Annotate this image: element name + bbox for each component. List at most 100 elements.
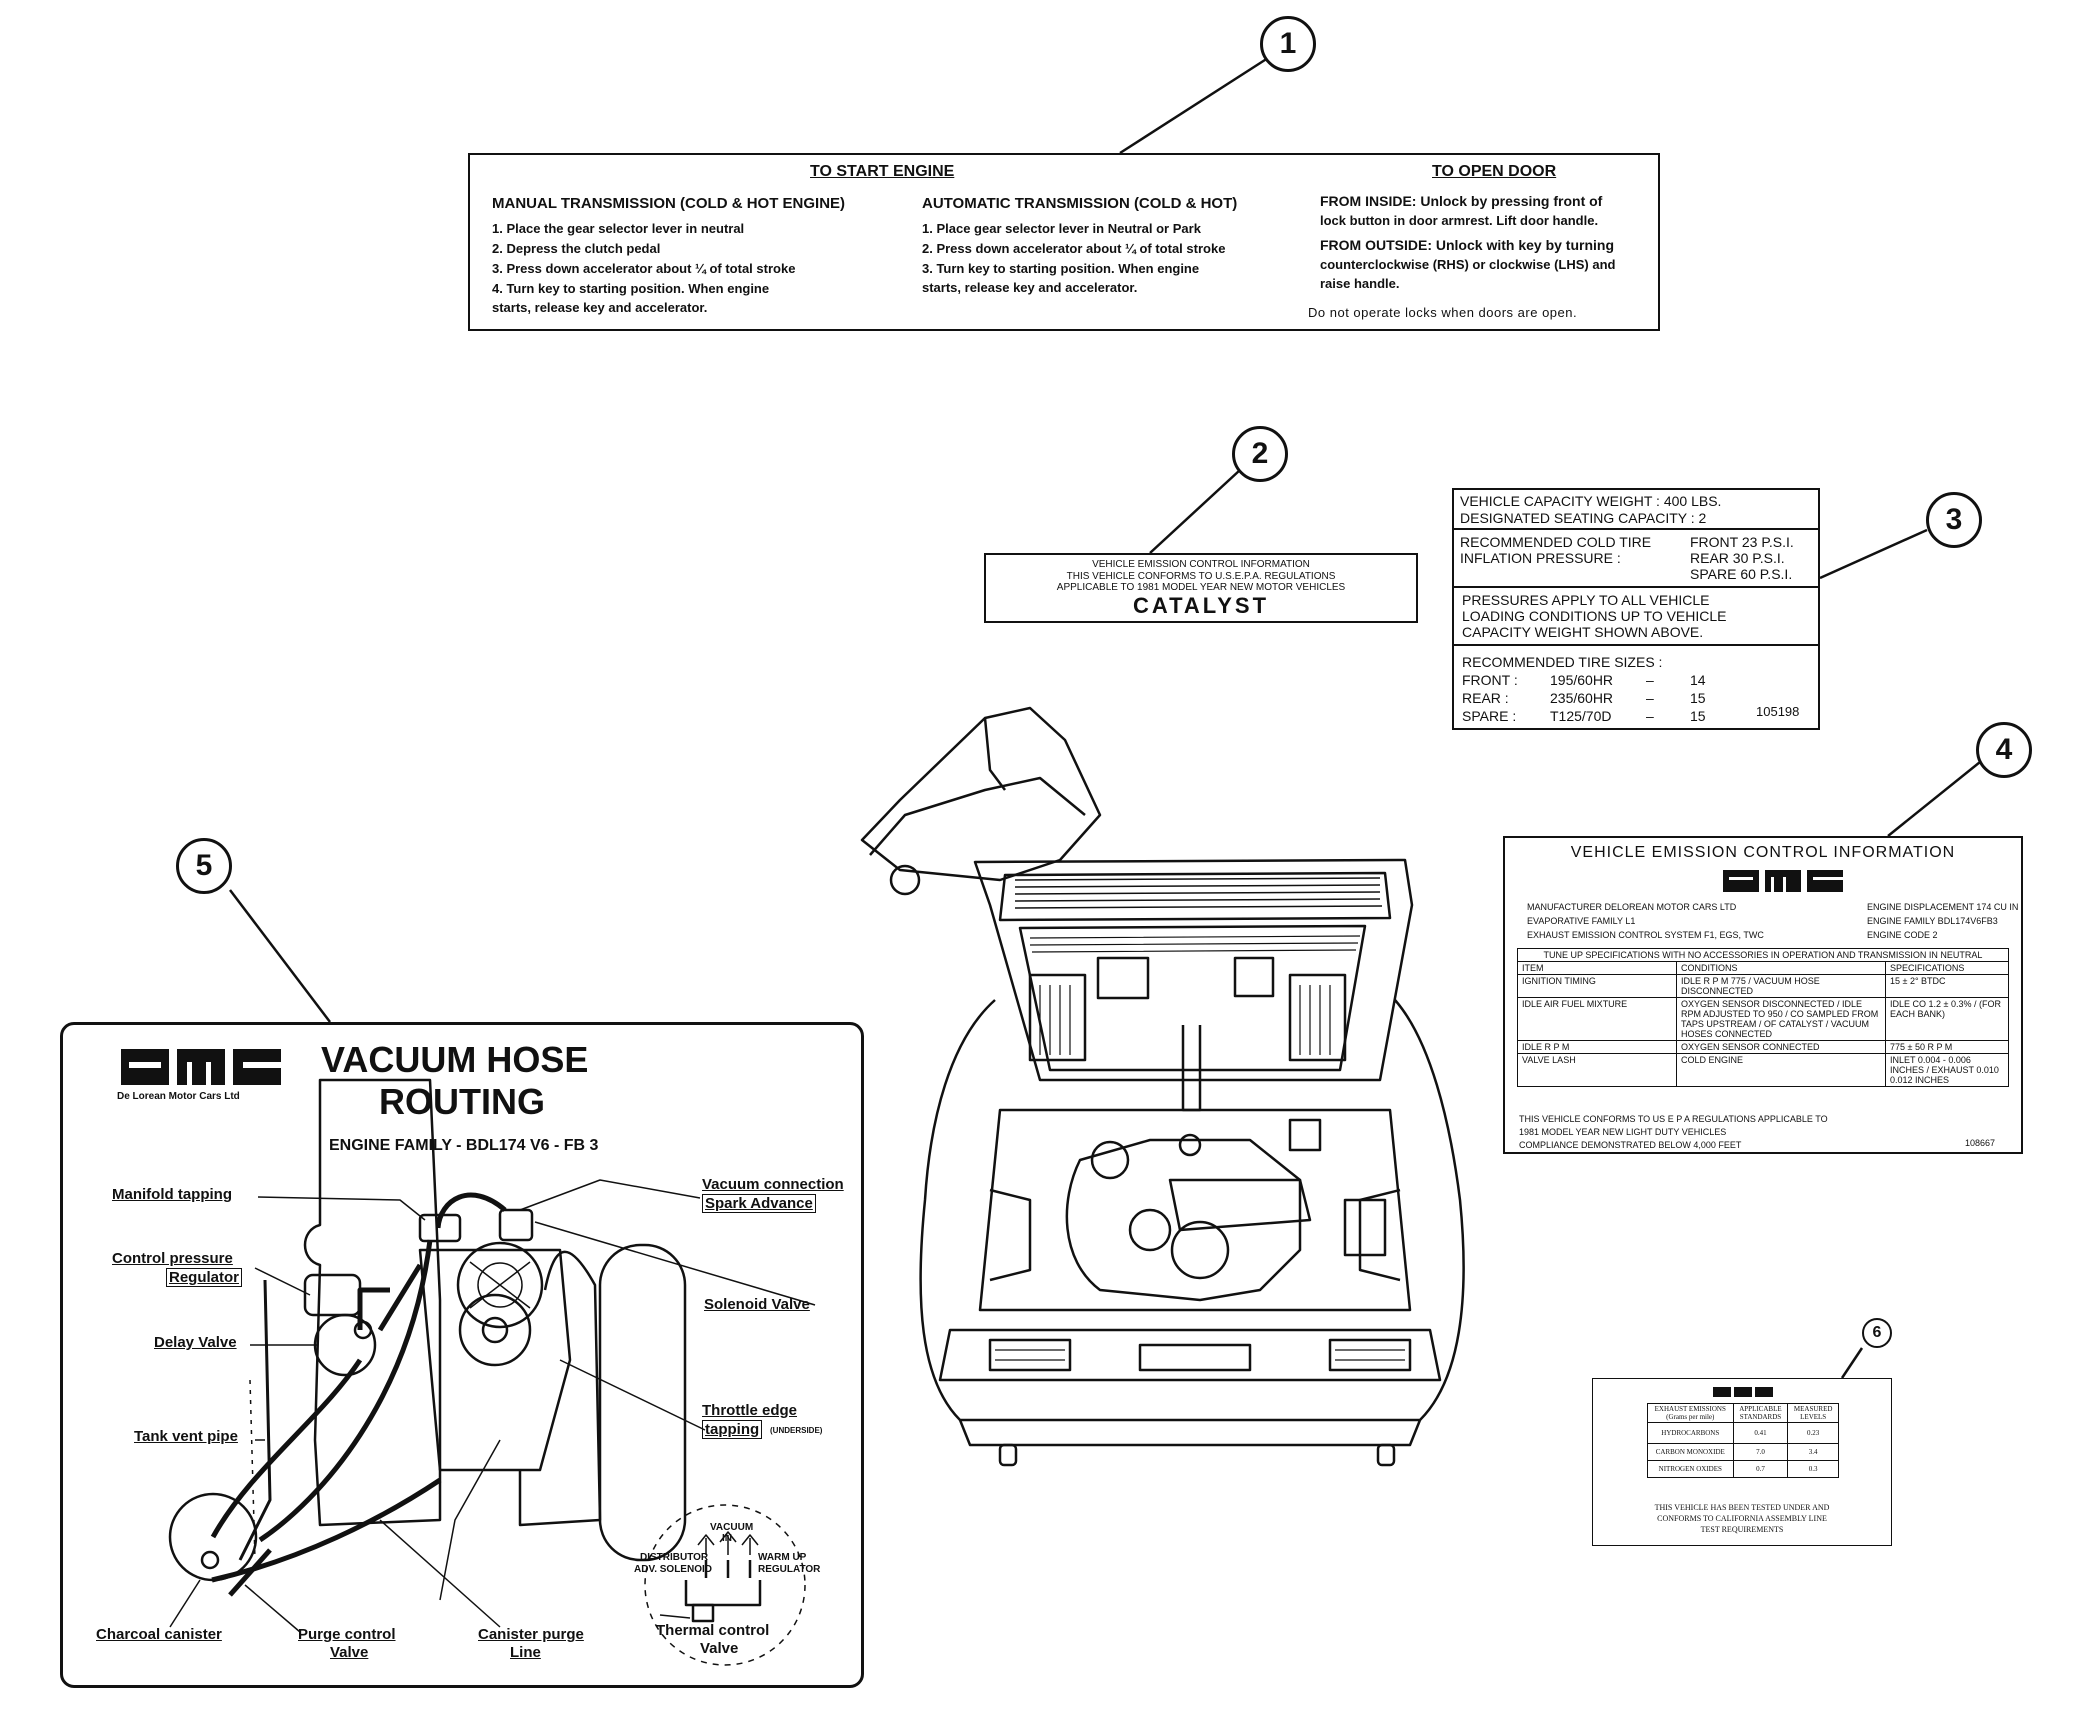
row-conditions: OXYGEN SENSOR DISCONNECTED / IDLE RPM AD… (1676, 997, 1886, 1041)
dmc-brand-text: De Lorean Motor Cars Ltd (117, 1091, 240, 1102)
leader-line-3 (1819, 528, 1928, 580)
emission-footer-3: COMPLIANCE DEMONSTRATED BELOW 4,000 FEET (1519, 1140, 1742, 1150)
tire-note-3: CAPACITY WEIGHT SHOWN ABOVE. (1462, 624, 1704, 640)
row-spec: 775 ± 50 R P M (1885, 1040, 2009, 1054)
size-front-size: 195/60HR (1550, 672, 1614, 688)
row-item: IDLE AIR FUEL MIXTURE (1517, 997, 1677, 1041)
engine-family: ENGINE FAMILY - BDL174 V6 - FB 3 (329, 1137, 599, 1154)
manual-step-3: 3. Press down accelerator about ¼ of tot… (492, 261, 796, 276)
canister-purge-label: Canister purge (478, 1626, 584, 1643)
in-label: IN (722, 1533, 732, 1544)
row-spec: IDLE CO 1.2 ± 0.3% / (FOR EACH BANK) (1885, 997, 2009, 1041)
catalyst-label: VEHICLE EMISSION CONTROL INFORMATION THI… (984, 553, 1418, 623)
pressure-front: FRONT 23 P.S.I. (1690, 534, 1794, 550)
manual-heading: MANUAL TRANSMISSION (COLD & HOT ENGINE) (492, 195, 846, 212)
displacement-line: ENGINE DISPLACEMENT 174 CU IN (1867, 902, 2019, 912)
table-row: IDLE AIR FUEL MIXTURE OXYGEN SENSOR DISC… (1517, 997, 2009, 1041)
thermal-control-label: Thermal control (656, 1622, 770, 1639)
thermal-valve-label: Valve (700, 1640, 739, 1657)
leader-line-1 (1119, 56, 1269, 155)
size-spare-rim: 15 (1690, 708, 1706, 724)
regulator-label: Regulator (166, 1268, 243, 1287)
col-item: ITEM (1517, 961, 1677, 975)
callout-4: 4 (1976, 722, 2032, 778)
pressure-rear: REAR 30 P.S.I. (1690, 550, 1785, 566)
col-exhaust: EXHAUST EMISSIONS(Grams per mile) (1647, 1403, 1734, 1423)
size-rear-dash: – (1646, 690, 1654, 706)
purge-control-label: Purge control (298, 1626, 396, 1643)
callout-1: 1 (1260, 16, 1316, 72)
vacuum-in-label: VACUUM (710, 1522, 754, 1533)
automatic-step-2: 2. Press down accelerator about ¼ of tot… (922, 241, 1226, 256)
vacuum-title-1: VACUUM HOSE (321, 1039, 589, 1080)
catalyst-line-2: THIS VEHICLE CONFORMS TO U.S.E.P.A. REGU… (1066, 571, 1336, 582)
row-conditions: OXYGEN SENSOR CONNECTED (1676, 1040, 1886, 1054)
tire-note-1: PRESSURES APPLY TO ALL VEHICLE (1462, 592, 1710, 608)
evaporative-line: EVAPORATIVE FAMILY L1 (1527, 916, 1636, 926)
row-spec: INLET 0.004 - 0.006 INCHES / EXHAUST 0.0… (1885, 1053, 2009, 1087)
row-conditions: COLD ENGINE (1676, 1053, 1886, 1087)
row-spec: 15 ± 2° BTDC (1885, 974, 2009, 998)
emission-footer-1: THIS VEHICLE CONFORMS TO US E P A REGULA… (1519, 1114, 1828, 1124)
callout-5: 5 (176, 838, 232, 894)
vacuum-title-2: ROUTING (379, 1081, 545, 1122)
leader-line-6 (1840, 1347, 1864, 1379)
manual-step-4b: starts, release key and accelerator. (492, 300, 708, 315)
distributor-label: DISTRIBUTOR (640, 1552, 709, 1563)
leader-line-5 (229, 889, 331, 1023)
manual-step-2: 2. Depress the clutch pedal (492, 241, 661, 256)
capacity-weight: VEHICLE CAPACITY WEIGHT : 400 LBS. (1460, 493, 1722, 509)
door-inside-2: lock button in door armrest. Lift door h… (1320, 213, 1599, 228)
open-door-title: TO OPEN DOOR (1432, 163, 1557, 180)
dmc-logo (1713, 1387, 1773, 1397)
tire-pressure-label: VEHICLE CAPACITY WEIGHT : 400 LBS. DESIG… (1452, 488, 1820, 730)
table-row: HYDROCARBONS 0.41 0.23 (1647, 1422, 1839, 1444)
catalyst-line-3: APPLICABLE TO 1981 MODEL YEAR NEW MOTOR … (1056, 582, 1346, 593)
regulator-small-label: REGULATOR (758, 1564, 821, 1575)
vacuum-hose-label: De Lorean Motor Cars Ltd VACUUM HOSE ROU… (60, 1022, 864, 1688)
catalyst-title: CATALYST (1132, 593, 1270, 618)
manual-step-4: 4. Turn key to starting position. When e… (492, 281, 770, 296)
leader-line-4 (1887, 761, 1981, 837)
size-rear-rim: 15 (1690, 690, 1706, 706)
col-conditions: CONDITIONS (1676, 961, 1886, 975)
table-row: NITROGEN OXIDES 0.7 0.3 (1647, 1460, 1839, 1478)
table-row: IGNITION TIMING IDLE R P M 775 / VACUUM … (1517, 974, 2009, 998)
warm-up-label: WARM UP (758, 1552, 807, 1563)
size-rear-size: 235/60HR (1550, 690, 1614, 706)
door-outside-1: FROM OUTSIDE: Unlock with key by turning (1320, 237, 1615, 253)
adv-solenoid-label: ADV. SOLENOID (634, 1564, 712, 1575)
size-front-pos: FRONT : (1462, 672, 1518, 688)
row-conditions: IDLE R P M 775 / VACUUM HOSE DISCONNECTE… (1676, 974, 1886, 998)
pressure-spare: SPARE 60 P.S.I. (1690, 566, 1793, 582)
start-engine-label: TO START ENGINE MANUAL TRANSMISSION (COL… (468, 153, 1660, 331)
table-row: VALVE LASH COLD ENGINE INLET 0.004 - 0.0… (1517, 1053, 2009, 1087)
small-footer-2: CONFORMS TO CALIFORNIA ASSEMBLY LINE (1657, 1514, 1827, 1523)
callout-2: 2 (1232, 426, 1288, 482)
door-warning: Do not operate locks when doors are open… (1308, 305, 1578, 320)
size-spare-size: T125/70D (1550, 708, 1612, 724)
size-front-dash: – (1646, 672, 1654, 688)
callout-3: 3 (1926, 492, 1982, 548)
control-pressure-label: Control pressure (112, 1250, 233, 1267)
tune-up-header: TUNE UP SPECIFICATIONS WITH NO ACCESSORI… (1517, 948, 2009, 962)
small-footer-1: THIS VEHICLE HAS BEEN TESTED UNDER AND (1654, 1503, 1830, 1512)
charcoal-canister-label: Charcoal canister (96, 1626, 222, 1643)
underside-label: (UNDERSIDE) (770, 1426, 823, 1435)
engine-family-line: ENGINE FAMILY BDL174V6FB3 (1867, 916, 1998, 926)
row-item: IDLE R P M (1517, 1040, 1677, 1054)
seating-capacity: DESIGNATED SEATING CAPACITY : 2 (1460, 510, 1707, 526)
tire-part-number: 105198 (1756, 704, 1800, 719)
door-outside-3: raise handle. (1320, 276, 1400, 291)
start-engine-title: TO START ENGINE (810, 163, 955, 180)
size-spare-dash: – (1646, 708, 1654, 724)
spark-advance-label: Spark Advance (702, 1194, 816, 1213)
solenoid-valve-label: Solenoid Valve (704, 1296, 810, 1313)
cold-tire-heading: RECOMMENDED COLD TIRE (1460, 534, 1652, 550)
size-front-rim: 14 (1690, 672, 1706, 688)
door-outside-2: counterclockwise (RHS) or clockwise (LHS… (1320, 257, 1616, 272)
leader-line-2 (1149, 469, 1241, 554)
automatic-step-3b: starts, release key and accelerator. (922, 280, 1138, 295)
automatic-heading: AUTOMATIC TRANSMISSION (COLD & HOT) (922, 195, 1238, 212)
